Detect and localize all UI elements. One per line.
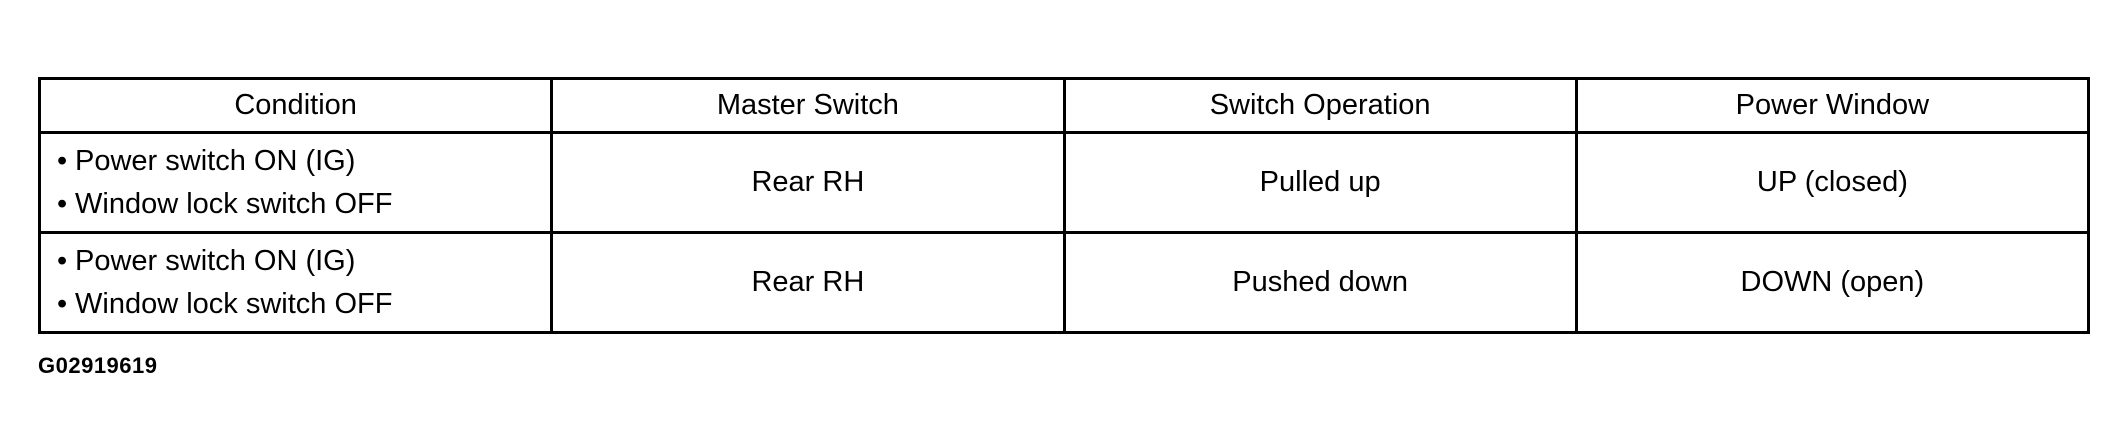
table-row: •Power switch ON (IG) •Window lock switc… — [37, 131, 2091, 234]
header-power-window: Power Window — [1574, 77, 2091, 134]
power-window-cell: DOWN (open) — [1574, 231, 2091, 334]
figure-id: G02919619 — [38, 353, 158, 378]
power-window-cell: UP (closed) — [1574, 131, 2091, 234]
condition-item: •Window lock switch OFF — [57, 183, 550, 226]
master-switch-cell: Rear RH — [550, 231, 1066, 334]
condition-item: •Power switch ON (IG) — [57, 140, 550, 183]
condition-text: Window lock switch OFF — [75, 187, 393, 220]
condition-cell: •Power switch ON (IG) •Window lock switc… — [37, 231, 554, 334]
header-switch-operation: Switch Operation — [1062, 77, 1578, 134]
condition-item: •Power switch ON (IG) — [57, 240, 550, 283]
power-window-inspection-table: Condition Master Switch Switch Operation… — [37, 77, 2091, 334]
condition-cell: •Power switch ON (IG) •Window lock switc… — [37, 131, 554, 234]
bullet: • — [57, 244, 68, 277]
header-master-switch: Master Switch — [550, 77, 1066, 134]
switch-operation-cell: Pulled up — [1062, 131, 1578, 234]
switch-operation-cell: Pushed down — [1062, 231, 1578, 334]
header-condition: Condition — [37, 77, 554, 134]
master-switch-cell: Rear RH — [550, 131, 1066, 234]
condition-item: •Window lock switch OFF — [57, 283, 550, 326]
bullet: • — [57, 144, 68, 177]
table-row: •Power switch ON (IG) •Window lock switc… — [37, 231, 2091, 334]
bullet: • — [57, 287, 68, 320]
bullet: • — [57, 187, 68, 220]
condition-text: Power switch ON (IG) — [75, 244, 356, 277]
table-header-row: Condition Master Switch Switch Operation… — [37, 77, 2091, 134]
condition-text: Power switch ON (IG) — [75, 144, 356, 177]
condition-text: Window lock switch OFF — [75, 287, 393, 320]
